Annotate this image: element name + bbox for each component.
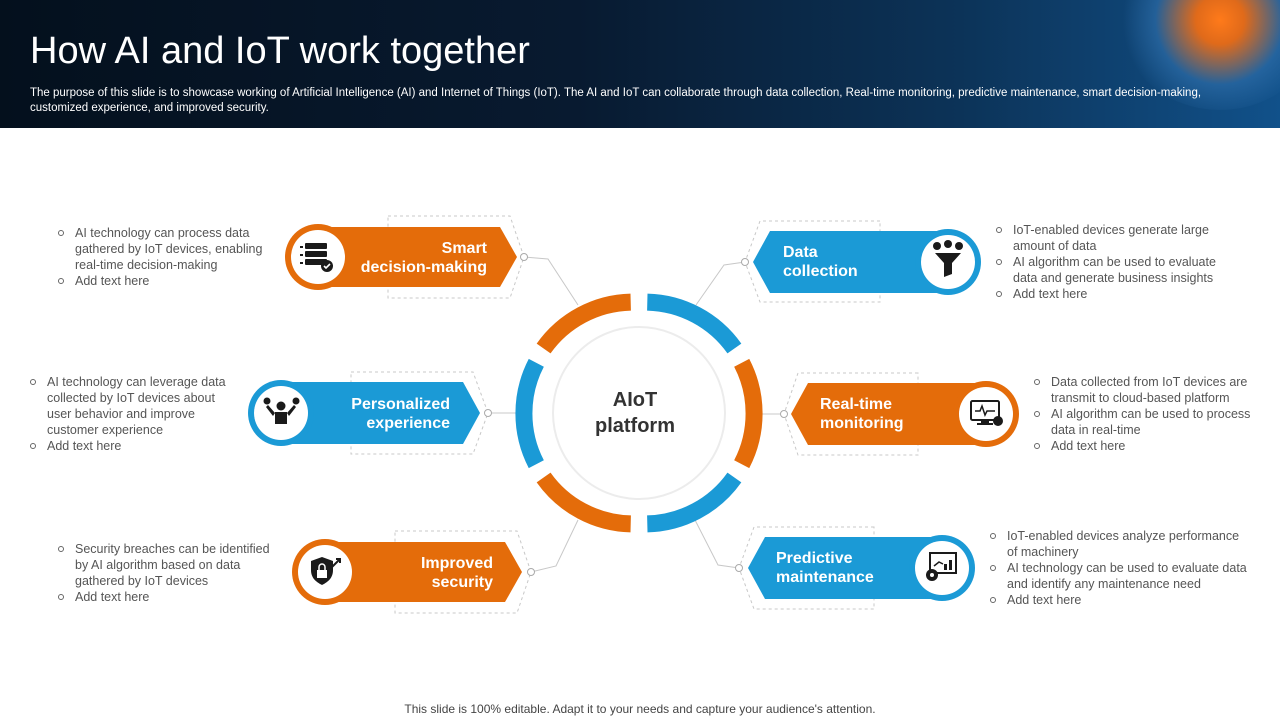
chart-gear-icon: [926, 552, 957, 581]
bullets-monitoring: Data collected from IoT devices are tran…: [1033, 374, 1269, 454]
label-monitoring: Real-time monitoring: [820, 395, 950, 433]
bullet-item: IoT-enabled devices generate large amoun…: [995, 222, 1231, 254]
center-label-line2: platform: [595, 415, 675, 437]
label-maintenance-line1: Predictive: [776, 550, 853, 567]
ring-segment-top-right: [646, 293, 742, 354]
label-security-line2: security: [431, 574, 493, 591]
person-gears-icon: [263, 397, 300, 424]
bullets-maintenance: IoT-enabled devices analyze performance …: [989, 528, 1247, 608]
pill-security: [292, 539, 522, 605]
connector-data: [695, 261, 746, 306]
center-disc: [552, 326, 726, 500]
bullet-item: IoT-enabled devices analyze performance …: [989, 528, 1247, 560]
ring-segment-bottom-right: [646, 472, 742, 533]
label-personalized-line1: Personalized: [351, 396, 450, 413]
bullet-item: Add text here: [57, 273, 275, 289]
label-security: Improved security: [380, 554, 493, 592]
label-smart-line2: decision-making: [360, 259, 487, 276]
server-check-icon: [300, 243, 333, 272]
bullet-item: Security breaches can be identified by A…: [57, 541, 283, 589]
pill-personalized: [248, 380, 480, 446]
ring-segment-top-left: [536, 293, 632, 354]
icon-badge-inner-maintenance: [915, 541, 969, 595]
bullet-item: Add text here: [995, 286, 1231, 302]
ring-segment-right: [734, 358, 763, 469]
bullet-item: Add text here: [989, 592, 1247, 608]
pill-shape-data: [753, 231, 948, 293]
label-smart-line1: Smart: [441, 240, 487, 257]
label-monitoring-line2: monitoring: [820, 415, 904, 432]
pill-shape-smart: [318, 227, 517, 287]
monitor-pulse-icon: [970, 400, 1003, 426]
bullets-security: Security breaches can be identified by A…: [57, 541, 283, 605]
label-smart: Smart decision-making: [340, 239, 487, 277]
pill-smart: [285, 224, 517, 290]
connector-smart: [523, 256, 579, 306]
slide-subtitle: The purpose of this slide is to showcase…: [30, 87, 1202, 114]
label-monitoring-line1: Real-time: [820, 396, 893, 413]
center-label-line1: AIoT: [612, 389, 658, 411]
bullet-item: Add text here: [57, 589, 283, 605]
label-personalized: Personalized experience: [320, 395, 450, 433]
label-data-line2: collection: [783, 263, 858, 280]
bullet-item: AI technology can process data gathered …: [57, 225, 275, 273]
connector-dot-smart: [520, 253, 528, 261]
label-security-line1: Improved: [420, 555, 493, 572]
bullets-data: IoT-enabled devices generate large amoun…: [995, 222, 1231, 302]
pill-data: [753, 229, 981, 295]
connector-dot-maintenance: [735, 564, 743, 572]
ring-segment-left: [515, 358, 544, 469]
connector-dot-data: [741, 258, 749, 266]
bullet-item: Add text here: [1033, 438, 1269, 454]
label-maintenance: Predictive maintenance: [776, 549, 911, 587]
header-banner: How AI and IoT work together The purpose…: [0, 0, 1280, 128]
bullet-item: AI algorithm can be used to process data…: [1033, 406, 1269, 438]
data-funnel-icon: [933, 240, 963, 277]
bullet-item: AI algorithm can be used to evaluate dat…: [995, 254, 1231, 286]
pill-shape-maintenance: [748, 537, 942, 599]
pill-shape-monitoring: [791, 383, 986, 445]
label-data: Data collection: [783, 243, 913, 281]
bullet-item: Add text here: [29, 438, 239, 454]
pill-shape-security: [325, 542, 522, 602]
bullet-item: Data collected from IoT devices are tran…: [1033, 374, 1269, 406]
shield-lock-icon: [311, 557, 341, 585]
label-maintenance-line2: maintenance: [776, 569, 874, 586]
slide-title: How AI and IoT work together: [30, 30, 530, 72]
bullets-smart: AI technology can process data gathered …: [57, 225, 275, 289]
connector-security: [530, 519, 579, 573]
connector-dot-security: [527, 568, 535, 576]
connector-maintenance: [694, 519, 740, 569]
connector-dot-monitoring: [780, 410, 788, 418]
pill-shape-personalized: [281, 382, 480, 444]
connector-dot-personalized: [484, 409, 492, 417]
center-label: AIoT platform: [570, 387, 700, 439]
bullets-personalized: AI technology can leverage data collecte…: [29, 374, 239, 454]
bullet-item: AI technology can leverage data collecte…: [29, 374, 239, 438]
label-data-line1: Data: [783, 244, 818, 261]
pill-monitoring: [791, 381, 1019, 447]
bullet-item: AI technology can be used to evaluate da…: [989, 560, 1247, 592]
pill-maintenance: [748, 535, 975, 601]
ring-segment-bottom-left: [536, 472, 632, 533]
label-personalized-line2: experience: [366, 415, 450, 432]
slide-footer: This slide is 100% editable. Adapt it to…: [404, 702, 876, 716]
